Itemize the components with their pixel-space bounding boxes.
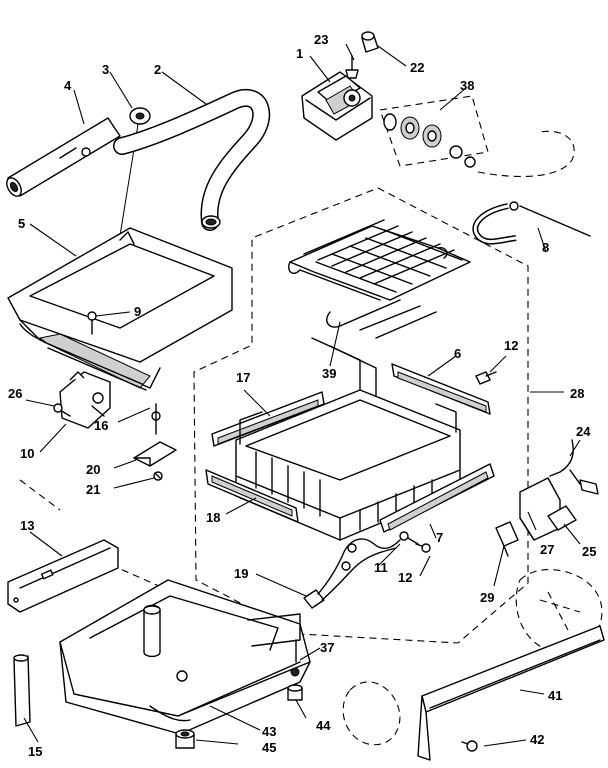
part-9-screw: [87, 311, 97, 335]
part-26-screw: [53, 403, 71, 417]
part-20-clip: [133, 441, 177, 467]
wire-harness-dashed: [477, 130, 575, 178]
part-15-tube: [13, 654, 31, 727]
part-10-bracket: [59, 371, 111, 429]
assembly-38-outline: [379, 95, 489, 167]
label-part-41: 41: [548, 688, 562, 703]
part-45-foot: [175, 729, 195, 749]
label-part-37: 37: [320, 640, 334, 655]
part-43-bin: [59, 579, 311, 735]
label-part-25: 25: [582, 544, 596, 559]
label-part-2: 2: [154, 62, 161, 77]
leader-lines: [23, 43, 581, 747]
label-part-5: 5: [18, 216, 25, 231]
label-part-12-upper: 12: [504, 338, 518, 353]
label-part-12-lower: 12: [398, 570, 412, 585]
part-4-tube: [6, 117, 121, 197]
label-part-16: 16: [94, 418, 108, 433]
label-part-15: 15: [28, 744, 42, 759]
label-part-11: 11: [374, 560, 388, 575]
part-11-screw: [399, 531, 419, 545]
part-3-nut: [129, 107, 151, 125]
label-part-13: 13: [20, 518, 34, 533]
part-18-rail: [205, 469, 299, 523]
label-part-22: 22: [410, 60, 424, 75]
part-12-screw-lower: [415, 543, 431, 553]
label-part-20: 20: [86, 462, 100, 477]
part-29-clip: [495, 521, 519, 557]
part-19-harness: [303, 538, 401, 609]
part-2-hose: [113, 89, 271, 231]
part-27-bracket: [519, 477, 561, 541]
part-38-fittings: [383, 113, 476, 168]
part-42-screw: [461, 740, 478, 752]
ice-cutter-frame: [235, 389, 461, 541]
part-25-motor: [547, 505, 577, 531]
part-41-panel: [417, 625, 605, 761]
label-part-39: 39: [322, 366, 336, 381]
label-part-9: 9: [134, 304, 141, 319]
part-1-water-valve: [301, 71, 373, 141]
label-part-19: 19: [234, 566, 248, 581]
part-labels: 1 2 3 4 5 6 7 8 9 10 11 12 12 13 15 16 1…: [8, 32, 596, 759]
part-16-screw: [151, 403, 161, 435]
label-part-45: 45: [262, 740, 276, 755]
label-part-18: 18: [206, 510, 220, 525]
label-part-3: 3: [102, 62, 109, 77]
label-part-43: 43: [262, 724, 276, 739]
label-part-38: 38: [460, 78, 474, 93]
part-13-bracket: [7, 539, 119, 613]
label-part-21: 21: [86, 482, 100, 497]
label-part-42: 42: [530, 732, 544, 747]
label-part-28: 28: [570, 386, 584, 401]
part-12-screw-upper: [475, 371, 497, 385]
part-21-nut: [153, 471, 163, 481]
label-part-23: 23: [314, 32, 328, 47]
label-part-26: 26: [8, 386, 22, 401]
label-part-1: 1: [296, 46, 303, 61]
part-24-switch: [549, 439, 599, 495]
part-8-fill-tube: [472, 201, 591, 245]
label-part-7: 7: [436, 530, 443, 545]
part-44-bumper: [287, 667, 303, 701]
label-part-10: 10: [20, 446, 34, 461]
label-part-24: 24: [576, 424, 591, 439]
label-part-44: 44: [316, 718, 331, 733]
part-5-ice-mold: [7, 227, 233, 391]
label-part-4: 4: [64, 78, 72, 93]
part-6-rail: [391, 363, 491, 415]
label-part-8: 8: [542, 240, 549, 255]
part-22-cap: [361, 31, 379, 53]
label-part-27: 27: [540, 542, 554, 557]
label-part-29: 29: [480, 590, 494, 605]
part-5-to-tray-dashed: [19, 479, 61, 511]
part-7-rail: [379, 463, 495, 533]
label-part-6: 6: [454, 346, 461, 361]
part-23-screw: [345, 55, 359, 79]
label-part-17: 17: [236, 370, 250, 385]
